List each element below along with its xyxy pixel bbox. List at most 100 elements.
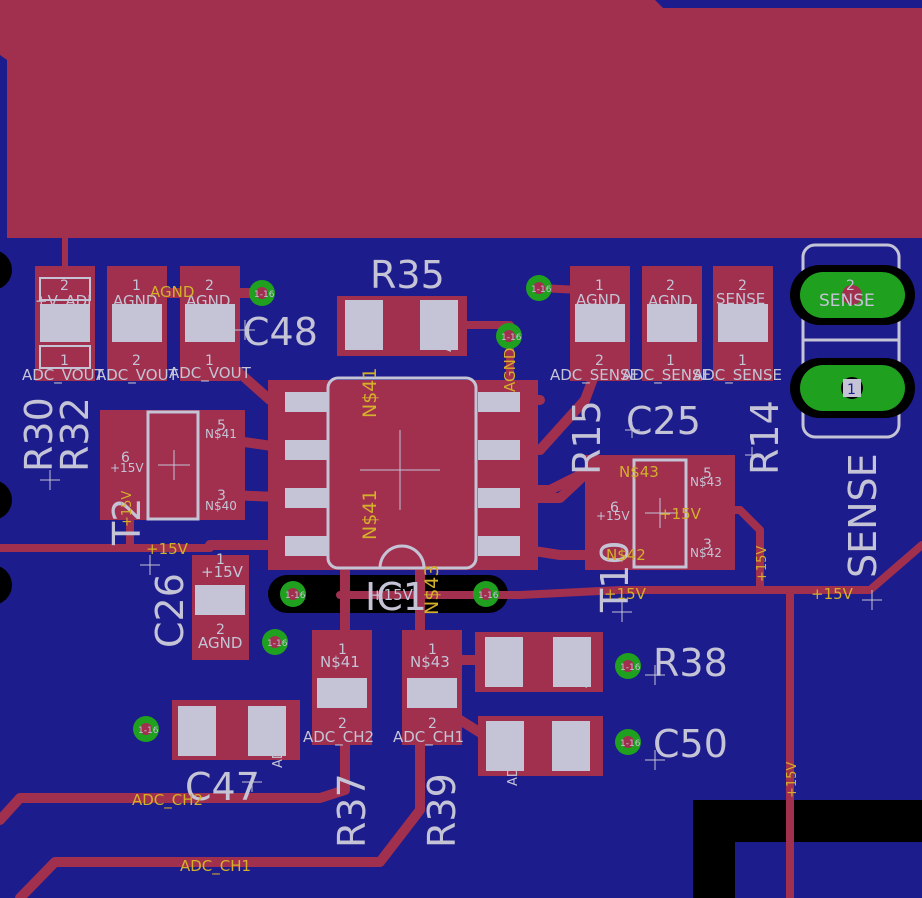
via-labels: 1-16 1-16 1-16 1-16 1-16 1-16 1-16 1-16 … [138, 285, 641, 749]
trace-label: N$43 [421, 565, 443, 615]
label-r32: R32 [53, 397, 97, 472]
smd-pad [248, 706, 286, 756]
trace-label: +15V [811, 585, 854, 603]
trace-label: +15V [755, 546, 770, 582]
net-label: N$43 [410, 653, 450, 671]
pad-number: 1 [205, 353, 214, 369]
ic1-pin [478, 392, 520, 412]
pad-cap [39, 345, 91, 369]
pad-number: 2 [738, 278, 747, 294]
pad-number: 2 [666, 278, 675, 294]
label-ic1: IC1 [365, 575, 427, 619]
label-edge-partial: R2 [917, 419, 922, 470]
trace-label: ADC_CH1 [180, 857, 251, 876]
via [133, 716, 159, 742]
via [526, 275, 552, 301]
pad-number: 1 [60, 353, 69, 369]
via-label: 1-16 [620, 739, 641, 749]
net-label: ADC_VOUT [22, 366, 105, 385]
smd-pad [553, 637, 591, 687]
smd-pad [420, 300, 458, 350]
trace-label: AGND [501, 348, 519, 392]
pad-number: 1 [666, 353, 675, 369]
smd-pad [485, 637, 523, 687]
net-label: ADC_SENSE [693, 366, 782, 385]
t2-cross [158, 450, 190, 480]
edge-pad-2 [0, 481, 12, 519]
via-label: 1-16 [501, 333, 522, 343]
net-label: ADC_SENSE [550, 366, 639, 385]
pad-number: 1 [348, 321, 364, 330]
sense-connector [790, 243, 915, 439]
net-label: AGND [648, 292, 692, 310]
pad-number: 2 [132, 353, 141, 369]
pad-number: 2 [216, 622, 225, 638]
via [615, 729, 641, 755]
pad-number: 2 [181, 727, 197, 736]
label-r30: R30 [17, 397, 61, 472]
net-label: SENSE [819, 291, 875, 311]
net-label: +15V [110, 461, 144, 475]
trace-label: +15V [120, 491, 135, 527]
t2-body [146, 410, 200, 521]
net-label: N$43 [504, 650, 519, 685]
trace-label: N$43 [619, 463, 659, 481]
ic1-pin [285, 488, 327, 508]
silk-names: R35 C48 C25 R15 R14 R30 R32 T2 C26 IC1 T… [17, 253, 922, 848]
via-label: 1-16 [478, 591, 499, 601]
edge-pad-1 [0, 251, 12, 289]
pad-number: 1 [254, 727, 270, 736]
silk-pads [40, 300, 768, 771]
pad-net-labels: +V_ADJ AGND AGND ADC_VOUT ADC_VOUT ADC_V… [22, 290, 875, 786]
smd-pad [345, 300, 383, 350]
crosshair [140, 555, 160, 575]
board-cutout-inner [735, 842, 922, 898]
pad-number: 1 [428, 642, 437, 658]
crosshair [612, 602, 632, 622]
label-c47: C47 [185, 765, 260, 809]
pad-number: 3 [217, 488, 226, 504]
net-label: AGND [198, 634, 242, 652]
label-c48: C48 [243, 310, 318, 354]
vias [133, 275, 641, 755]
net-label: ADC_CH2 [271, 706, 286, 768]
pad-number: 1 [738, 353, 747, 369]
ic1-pin [478, 488, 520, 508]
pour-left-notch [0, 55, 7, 238]
net-label: AGND [576, 291, 620, 309]
label-c26: C26 [148, 573, 192, 648]
ic1-cross [360, 430, 440, 510]
net-label: ADC_CH1 [506, 724, 521, 786]
net-label: +15V [201, 563, 244, 581]
pad-number: 2 [846, 278, 855, 294]
connector-pin1-square [843, 379, 861, 397]
smd-pad [575, 304, 625, 342]
trace-label: +15V [146, 540, 189, 558]
trace-net-labels: AGND AGND N$41 N$41 N$43 N$43 N$42 +15V … [120, 283, 854, 876]
ic1-pin [285, 392, 327, 412]
origin-crosshairs [40, 320, 882, 792]
net-label: N$42 [690, 546, 722, 560]
ic1-pin [285, 536, 327, 556]
net-label: N$43 [690, 475, 722, 489]
pad-number: 3 [703, 537, 712, 553]
label-c25: C25 [626, 399, 701, 443]
via [496, 323, 522, 349]
crosshair [645, 750, 665, 770]
net-label: AGND [573, 644, 591, 688]
via [262, 629, 288, 655]
smd-pad [178, 706, 216, 756]
label-t2: T2 [105, 498, 149, 546]
smd-pad [486, 721, 524, 771]
net-label: +15V [596, 509, 630, 523]
net-label: ADC_CH2 [303, 728, 374, 747]
crosshair [625, 422, 640, 438]
pad-number: 6 [121, 450, 130, 466]
via-label: 1-16 [531, 285, 552, 295]
via-label: 1-16 [620, 663, 641, 673]
trace-label: N$41 [359, 490, 381, 540]
crosshair [862, 590, 882, 610]
net-label: ADC_SENSE [622, 366, 711, 385]
pad-number: 5 [217, 418, 226, 434]
t10-cross [645, 498, 678, 528]
